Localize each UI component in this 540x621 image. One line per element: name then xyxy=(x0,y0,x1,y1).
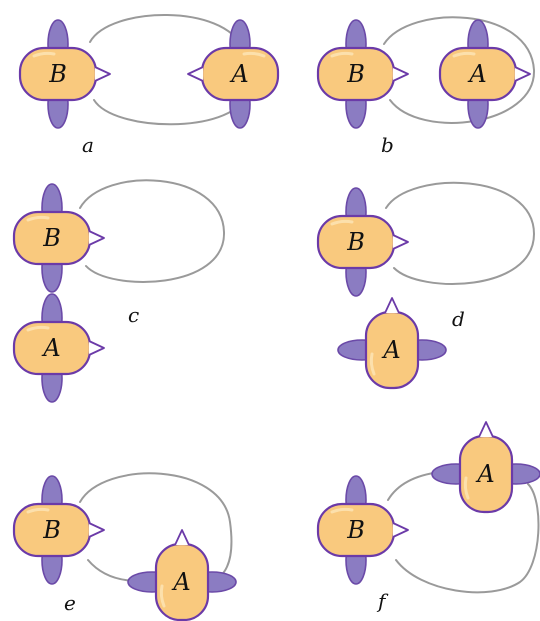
node-label: B xyxy=(346,60,365,88)
node-b: B xyxy=(18,18,112,130)
node-label: B xyxy=(42,224,61,252)
loop-connector xyxy=(383,16,536,124)
node-label: A xyxy=(381,336,400,364)
node-label: B xyxy=(48,60,67,88)
panel-label: f xyxy=(376,589,389,613)
node-b: B xyxy=(12,182,106,294)
panel-f: B A f xyxy=(316,420,540,613)
node-label: B xyxy=(346,228,365,256)
node-label: A xyxy=(41,334,60,362)
panel-label: a xyxy=(82,133,94,157)
node-a: A xyxy=(336,296,448,390)
node-b: B xyxy=(12,474,106,586)
panel-label: e xyxy=(64,591,76,615)
node-a: A xyxy=(430,420,540,514)
node-label: B xyxy=(42,516,61,544)
panel-e: B A e xyxy=(12,472,238,621)
panel-c: B A c xyxy=(12,179,226,404)
loop-connector xyxy=(79,179,226,283)
loop-connector xyxy=(385,181,536,285)
panel-label: d xyxy=(452,307,465,331)
panel-label: c xyxy=(128,303,139,327)
node-label: A xyxy=(171,568,190,596)
node-a: A xyxy=(438,18,532,130)
panel-d: B A d xyxy=(316,181,536,390)
node-b: B xyxy=(316,186,410,298)
node-a: A xyxy=(12,292,106,404)
panel-label: b xyxy=(381,133,394,157)
node-label: A xyxy=(229,60,248,88)
node-label: A xyxy=(475,460,494,488)
panel-a: B A a xyxy=(18,14,280,157)
node-a: A xyxy=(126,528,238,621)
node-b: B xyxy=(316,474,410,586)
panel-b: B A b xyxy=(316,16,536,157)
node-label: A xyxy=(467,60,486,88)
node-b: B xyxy=(316,18,410,130)
node-a: A xyxy=(186,18,280,130)
node-label: B xyxy=(346,516,365,544)
